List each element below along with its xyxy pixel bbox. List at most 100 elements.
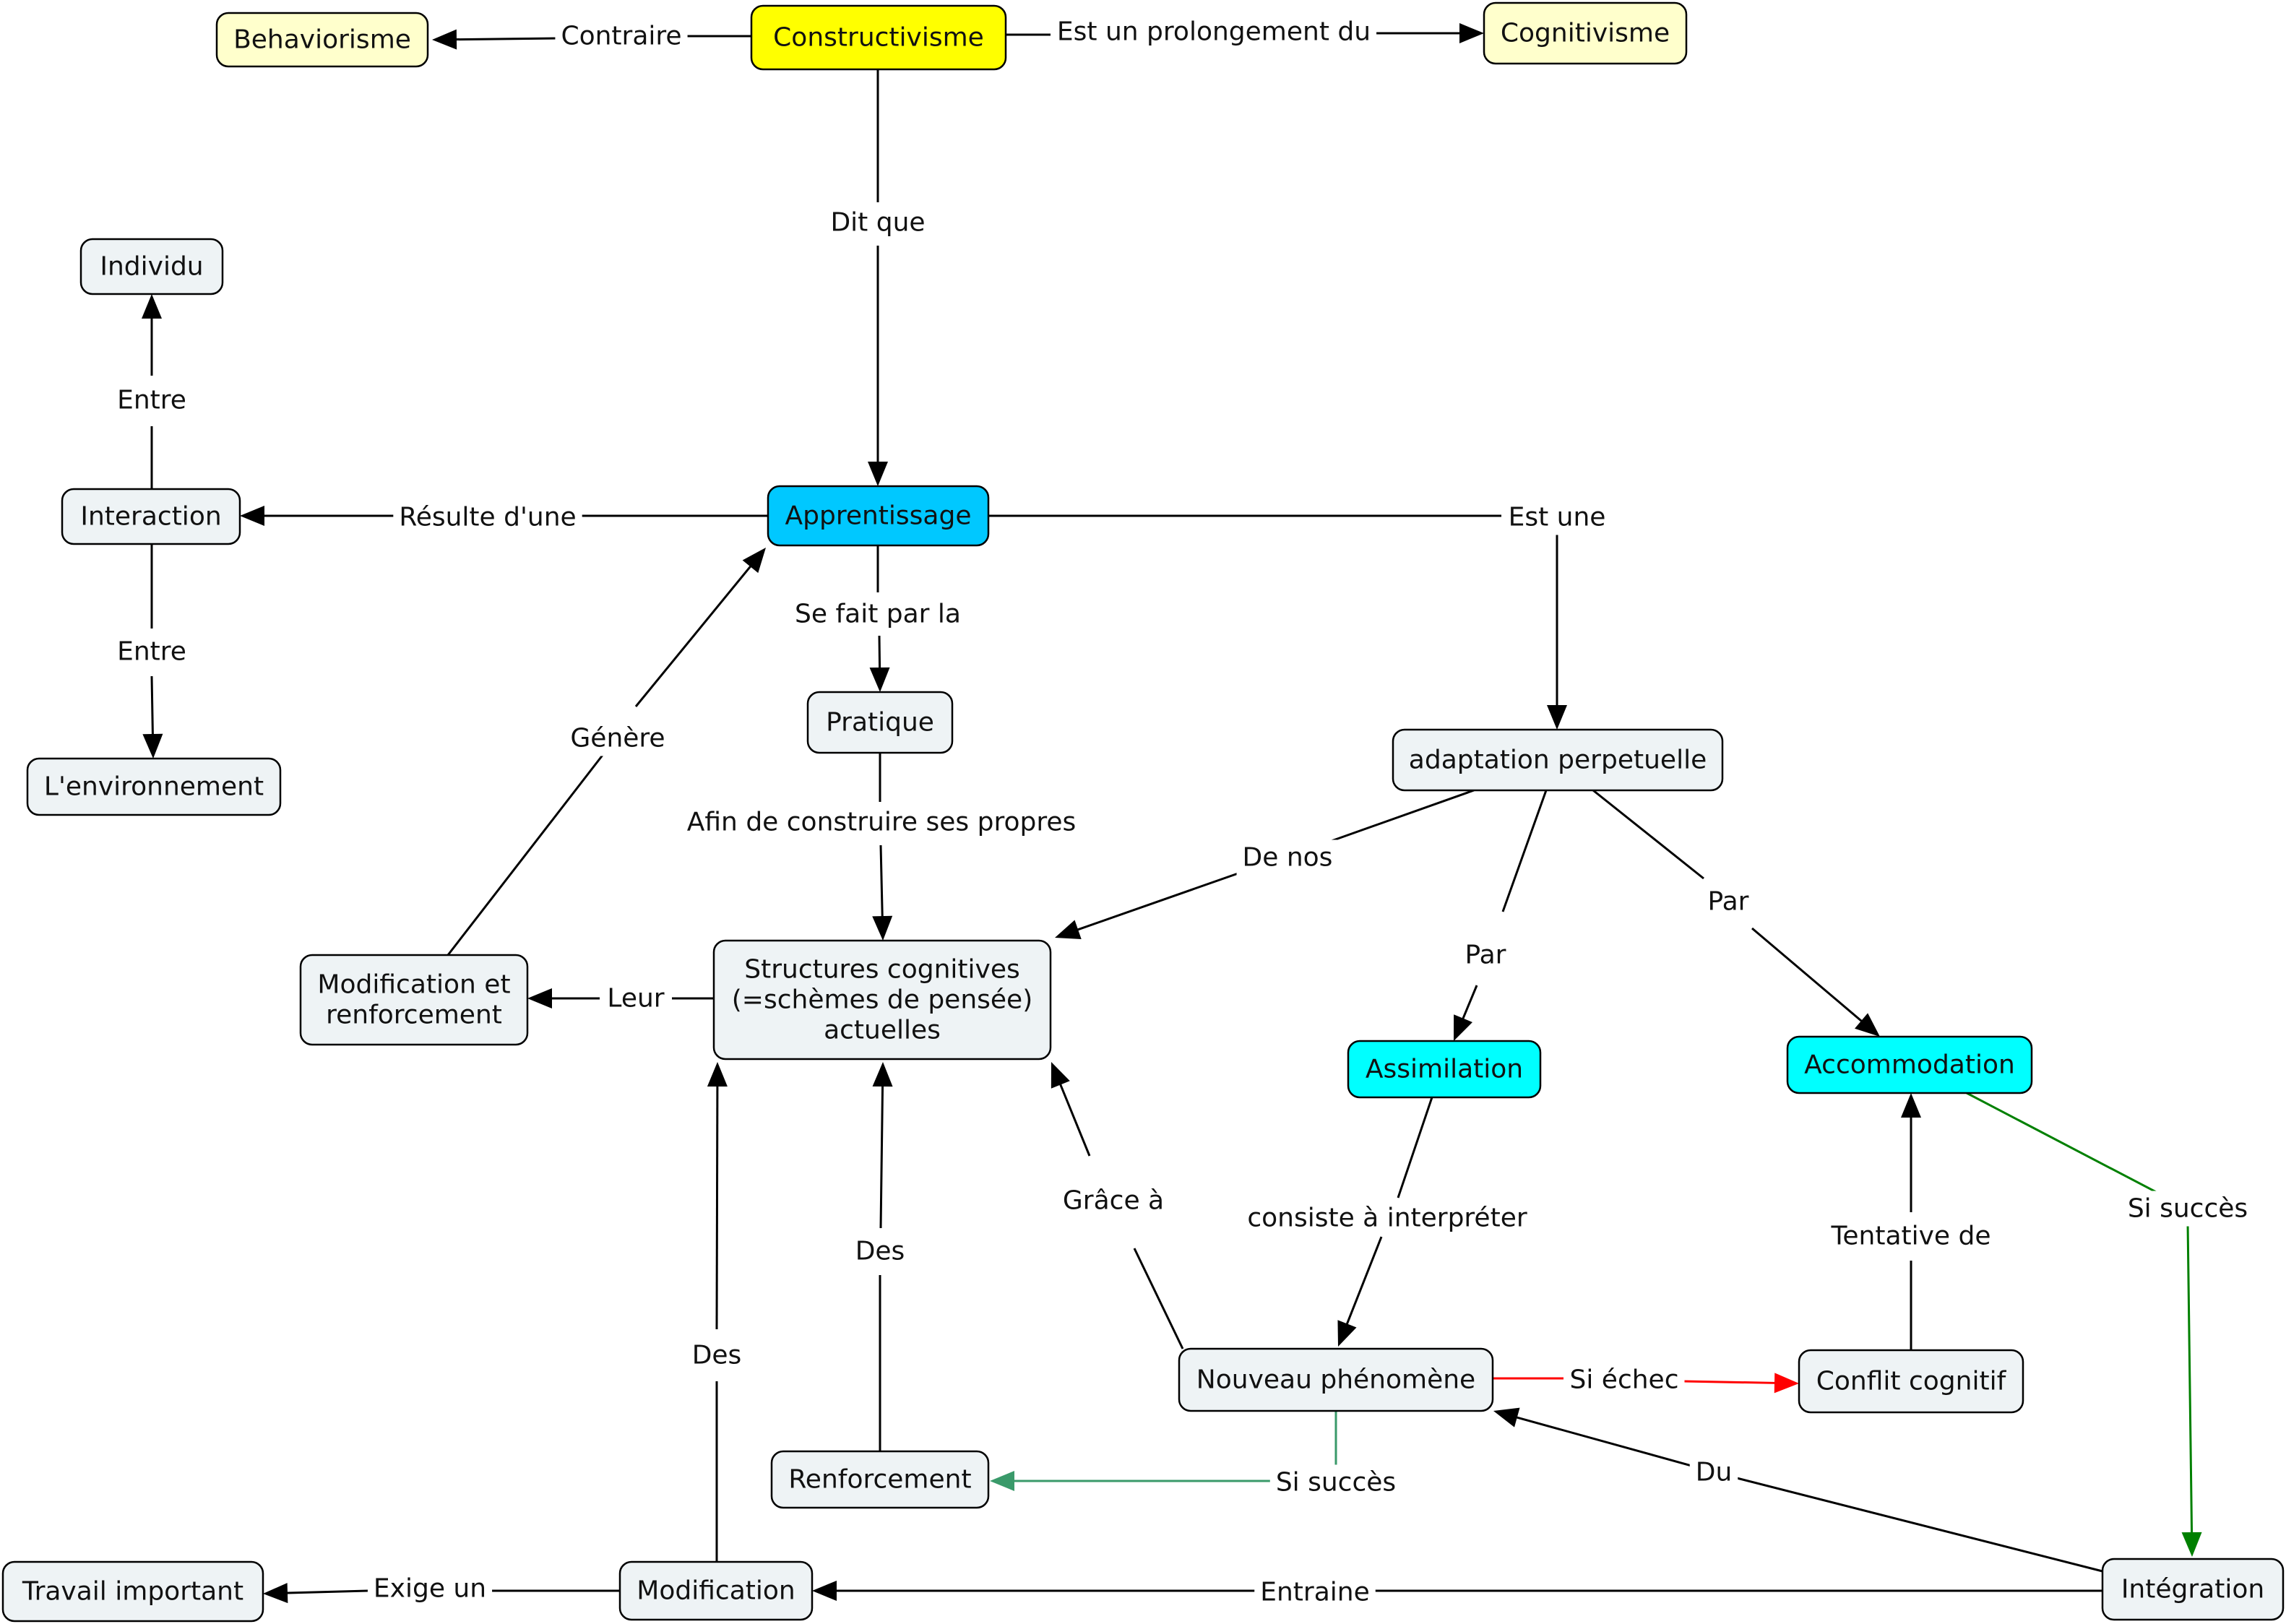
arrowhead [432,29,457,50]
node-interaction[interactable]: Interaction [61,488,241,545]
link-resulte: Résulte d'une [240,499,768,535]
node-box [1392,728,1724,792]
link-label-background [111,634,192,670]
node-box [2101,1558,2285,1621]
link-label-background [849,1233,911,1269]
link-label-background [1056,1183,1170,1219]
arrowhead [872,915,893,941]
arrowhead [869,667,890,692]
node-box [26,757,282,816]
link-line [1058,1081,1091,1157]
node-box [1786,1035,2033,1094]
link-line [1074,869,1247,932]
link-leur: Leur [527,980,714,1016]
node-conflit[interactable]: Conflit cognitif [1798,1349,2024,1414]
link-label: Par [1708,887,1749,917]
link-label: Leur [607,984,664,1014]
arrowhead [742,548,766,574]
node-modification[interactable]: Modification [618,1560,814,1621]
link-label-background [1051,14,1377,50]
node-box [618,1560,814,1621]
node-label: Renforcement [788,1465,971,1495]
node-box [1,1560,264,1623]
node-label: Individu [100,252,203,282]
link-se-fait: Se fait par la [789,545,967,692]
link-label-background [824,204,931,241]
link-label: Par [1465,941,1506,970]
link-label: Exige un [374,1574,486,1604]
node-behaviorisme[interactable]: Behaviorisme [215,12,429,68]
node-cognitivisme[interactable]: Cognitivisme [1483,1,1688,65]
node-renforcement[interactable]: Renforcement [770,1450,990,1509]
node-pratique[interactable]: Pratique [806,691,954,754]
link-label-background [1459,937,1512,973]
node-label: Modification et [317,970,510,1000]
node-environnement[interactable]: L'environnement [26,757,282,816]
link-du: Du [1493,1407,2103,1573]
arrowhead [1493,1407,1520,1428]
node-adaptation[interactable]: adaptation perpetuelle [1392,728,1724,792]
node-structures[interactable]: Structures cognitives(=schèmes de pensée… [712,939,1052,1061]
arrowhead [1547,705,1567,730]
link-entre-haut: Entre [111,294,192,489]
node-apprentissage[interactable]: Apprentissage [767,485,990,547]
link-des-renf: Des [849,1062,911,1451]
link-afin: Afin de construire ses propres [681,753,1082,941]
link-label: Dit que [830,208,925,238]
node-label: Interaction [80,502,221,532]
link-line [634,563,754,707]
node-integration[interactable]: Intégration [2101,1558,2285,1621]
link-de-nos: De nos [1055,789,1475,939]
arrowhead [1055,920,1082,939]
node-assimilation[interactable]: Assimilation [1347,1040,1542,1099]
node-box [712,939,1052,1061]
node-nouveau[interactable]: Nouveau phénomène [1178,1347,1494,1412]
link-contraire: Contraire [432,18,751,54]
link-echec: Si échec [1493,1362,1799,1398]
arrowhead [990,1471,1014,1491]
node-box [215,12,429,68]
link-des-modif: Des [686,1062,748,1562]
link-label: Se fait par la [795,600,961,629]
node-travail[interactable]: Travail important [1,1560,264,1623]
arrowhead [707,1062,728,1087]
node-constructivisme[interactable]: Constructivisme [750,4,1007,71]
link-est-une: Est une [988,499,1612,730]
link-tentative: Tentative de [1824,1093,1997,1350]
link-line [879,845,884,920]
link-line [878,635,881,671]
node-box [1347,1040,1542,1099]
link-line [1751,927,1865,1024]
link-par-assim: Par [1454,790,1548,1041]
link-label-background [367,1571,493,1607]
node-label: Apprentissage [785,501,972,531]
node-label: Cognitivisme [1501,19,1670,48]
link-line [1345,1236,1383,1327]
node-label: Structures cognitives [744,955,1019,985]
link-entraine: Entraine [812,1574,2102,1610]
link-line [1514,1415,1713,1473]
link-line [447,753,605,956]
arrowhead [263,1583,288,1604]
arrowhead [2181,1532,2202,1557]
arrowhead [142,733,163,759]
node-individu[interactable]: Individu [79,238,224,295]
link-label-background [1824,1218,1997,1254]
node-label: Conflit cognitif [1816,1367,2007,1396]
arrowhead [527,988,552,1008]
link-line [1133,1248,1184,1349]
link-exige: Exige un [263,1571,620,1607]
arrowhead [872,1062,893,1087]
link-label-background [681,804,1082,840]
link-label-background [1563,1362,1685,1398]
link-label: Contraire [561,22,681,51]
link-label-background [601,980,670,1016]
node-label: adaptation perpetuelle [1409,746,1707,775]
link-label-background [1701,884,1755,920]
arrowhead [868,462,888,486]
node-accommodation[interactable]: Accommodation [1786,1035,2033,1094]
